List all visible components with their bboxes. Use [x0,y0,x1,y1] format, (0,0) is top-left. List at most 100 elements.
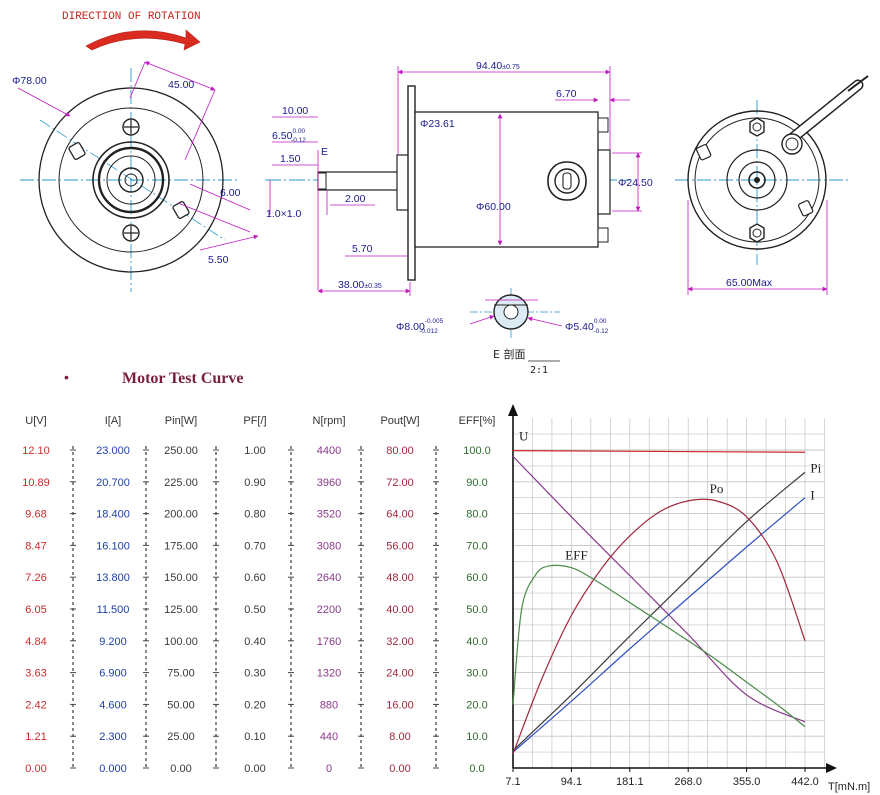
side-view: 94.40±0.75 6.70 Φ23.61 Φ60.00 Φ24.50 10.… [265,60,653,296]
series-line-n [512,455,806,723]
scale-tick-u: 0.00 [25,763,46,775]
scale-tick-pf: 0.70 [244,540,265,552]
dim-94-40: 94.40±0.75 [476,60,520,72]
scale-tick-pout: 48.00 [386,572,414,584]
section-title: Motor Test Curve [122,370,243,387]
dim-2: 2.00 [345,193,366,205]
scale-tick-i: 23.000 [96,445,130,457]
series-label-pi: Pi [810,460,821,475]
scale-tick-pin: 100.00 [164,636,198,648]
dim-chamfer: 1.0×1.0 [266,208,301,220]
dim-1-50: 1.50 [280,153,301,165]
scale-tick-eff: 50.0 [466,604,487,616]
scale-header-pout: Pout[W] [380,415,419,427]
scale-tick-n: 4400 [317,445,341,457]
scale-tick-u: 1.21 [25,731,46,743]
scale-tick-i: 2.300 [99,731,127,743]
scale-tick-pout: 32.00 [386,636,414,648]
scale-tick-n: 3960 [317,477,341,489]
scale-tick-u: 6.05 [25,604,46,616]
scale-tick-pin: 0.00 [170,763,191,775]
dim-6-50: 6.500.00-0.12 [272,128,306,144]
series-label-i: I [810,487,814,502]
dim-diameter-60: Φ60.00 [476,201,511,213]
x-axis-label: T[mN.m] [828,781,870,793]
x-tick-label: 268.0 [674,776,702,788]
scale-tick-i: 6.900 [99,668,127,680]
scale-tick-eff: 70.0 [466,540,487,552]
x-tick-label: 355.0 [733,776,761,788]
scale-tick-eff: 30.0 [466,668,487,680]
dim-diameter-24-50: Φ24.50 [618,177,653,189]
scale-ruler [358,446,364,770]
section-marker-e: E [321,146,328,158]
scale-tick-pin: 125.00 [164,604,198,616]
dim-6: 6.00 [220,187,241,199]
scale-tick-i: 11.500 [97,604,130,616]
scale-tick-n: 2640 [317,572,341,584]
scale-tick-i: 16.100 [96,540,130,552]
scale-tick-pout: 64.00 [386,509,414,521]
section-label: E 剖面 [493,347,525,361]
scale-tick-pin: 75.00 [167,668,195,680]
scale-tick-n: 0 [326,763,332,775]
scale-tick-pf: 0.30 [244,668,265,680]
technical-drawing: DIRECTION OF ROTATION Φ78.00 [12,11,869,376]
scale-tick-u: 7.26 [25,572,46,584]
scale-tick-u: 8.47 [25,540,46,552]
y-axis-arrow-icon [508,404,518,416]
front-view: Φ78.00 45.00 6.00 5.50 [12,61,259,292]
scale-tick-i: 20.700 [96,477,130,489]
rear-view: 65.00Max [675,75,869,295]
series-line-i [512,497,806,753]
scale-tick-n: 2200 [317,604,341,616]
scale-tick-i: 18.400 [96,509,130,521]
scale-tick-pin: 150.00 [164,572,198,584]
dim-38: 38.00±0.35 [338,279,382,291]
scale-tick-pin: 25.00 [167,731,195,743]
scale-tick-u: 4.84 [25,636,46,648]
series-label-eff: EFF [565,548,587,563]
scale-ruler [433,446,439,770]
scale-tick-pf: 0.40 [244,636,265,648]
x-tick-label: 7.1 [505,776,520,788]
scale-header-u: U[V] [25,415,46,427]
scale-tick-eff: 0.0 [469,763,484,775]
scale-tick-n: 440 [320,731,338,743]
scale-tick-pf: 0.50 [244,604,265,616]
dim-diameter-23-61: Φ23.61 [420,118,455,130]
scale-tick-eff: 20.0 [466,699,487,711]
series-line-u [512,450,806,453]
title-bullet: • [64,369,69,385]
dim-5-5: 5.50 [208,254,229,266]
scale-tick-n: 3520 [317,509,341,521]
scale-tick-pout: 80.00 [386,445,414,457]
dim-diameter-78: Φ78.00 [12,75,47,87]
rotation-arrow-icon [85,29,201,51]
series-line-eff [512,564,806,728]
scale-tick-eff: 80.0 [466,509,487,521]
dim-65-max: 65.00Max [726,277,773,289]
scale-ruler [70,446,76,770]
scale-tick-pout: 16.00 [386,699,414,711]
scale-tick-pin: 200.00 [164,509,198,521]
scale-ruler [213,446,219,770]
scale-ruler [143,446,149,770]
scale-tick-n: 880 [320,699,338,711]
x-tick-label: 181.1 [616,776,644,788]
scale-tick-pin: 225.00 [164,477,198,489]
scale-tick-pout: 24.00 [386,668,414,680]
x-tick-label: 94.1 [561,776,582,788]
scale-tick-eff: 90.0 [466,477,487,489]
scale-tick-pf: 0.10 [244,731,265,743]
scale-header-n: N[rpm] [313,415,346,427]
chart-grid [508,404,837,773]
scale-header-eff: EFF[%] [459,415,496,427]
scale-tick-pout: 40.00 [386,604,414,616]
scale-header-pf: PF[/] [243,415,266,427]
dim-10: 10.00 [282,105,308,117]
scale-tick-pf: 0.90 [244,477,265,489]
